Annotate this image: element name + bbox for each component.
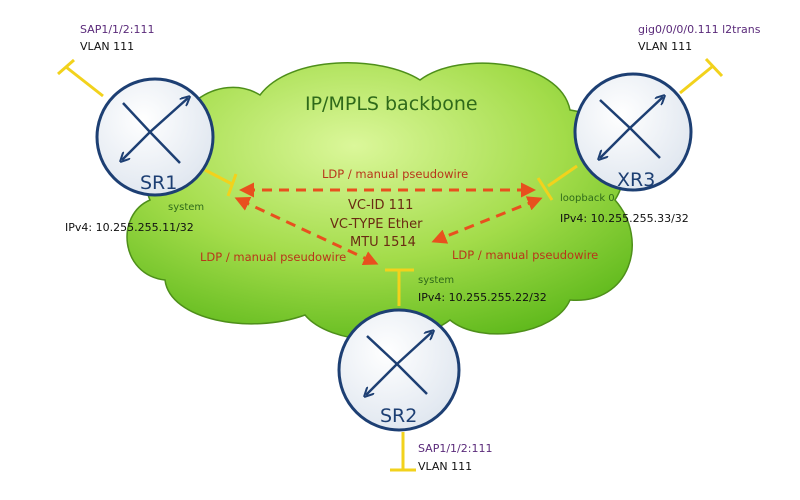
pseudowire-right-label: LDP / manual pseudowire (452, 248, 598, 262)
xr3-vlan: VLAN 111 (638, 40, 692, 53)
xr3-arrow-ne (629, 97, 663, 129)
sr1-vlan: VLAN 111 (80, 40, 134, 53)
sr1-network-port (226, 173, 238, 197)
sr2-iface: system (418, 275, 454, 286)
xr3-iface: loopback 0 (560, 193, 615, 204)
sr1-line-se (149, 131, 181, 164)
sr2-sap: SAP1/1/2:111 (418, 442, 492, 455)
pseudowire-sr1-sr2 (234, 197, 379, 265)
sr1-access-link (65, 65, 104, 98)
sr2-arrow-sw (366, 363, 398, 395)
sr2-ipv4: IPv4: 10.255.255.22/32 (418, 291, 547, 304)
xr3-access-port (704, 57, 724, 78)
xr3-arrow-sw (600, 127, 631, 158)
sr1-access-port (57, 58, 75, 76)
xr3-line-nw (599, 99, 631, 129)
sr1-sap: SAP1/1/2:111 (80, 23, 154, 36)
xr3-network-port (536, 177, 554, 201)
sr1-name: SR1 (140, 172, 177, 194)
xr3-access-link (679, 64, 714, 95)
sr2-name: SR2 (380, 405, 417, 427)
mpls-cloud (126, 62, 633, 341)
sr1-iface: system (168, 202, 204, 213)
router-xr3: XR3 (536, 57, 724, 201)
xr3-ipv4: IPv4: 10.255.255.33/32 (560, 212, 689, 225)
sr1-arrow-sw (122, 131, 151, 160)
sr2-arrow-ne (396, 332, 432, 365)
sr2-line-se (396, 363, 428, 395)
mtu-label: MTU 1514 (350, 235, 416, 250)
router-sr2: SR2 (337, 268, 461, 472)
vc-id-label: VC-ID 111 (348, 198, 413, 213)
sr1-line-nw (122, 102, 151, 133)
xr3-name: XR3 (617, 169, 655, 191)
backbone-label: IP/MPLS backbone (305, 93, 478, 115)
pseudowire-left-label: LDP / manual pseudowire (200, 250, 346, 264)
sr2-vlan: VLAN 111 (418, 460, 472, 473)
xr3-line-se (629, 127, 661, 159)
sr2-line-nw (366, 335, 398, 365)
xr3-sap: gig0/0/0/0.111 l2trans (638, 23, 761, 36)
sr1-arrow-ne (149, 98, 188, 133)
vc-type-label: VC-TYPE Ether (330, 217, 423, 232)
xr3-network-link (547, 164, 578, 188)
sr1-ipv4: IPv4: 10.255.255.11/32 (65, 221, 194, 234)
pseudowire-top-label: LDP / manual pseudowire (322, 167, 468, 181)
sr1-network-link (204, 168, 233, 186)
pseudowire-xr3-sr2 (431, 196, 543, 244)
router-sr1: SR1 (57, 58, 238, 197)
